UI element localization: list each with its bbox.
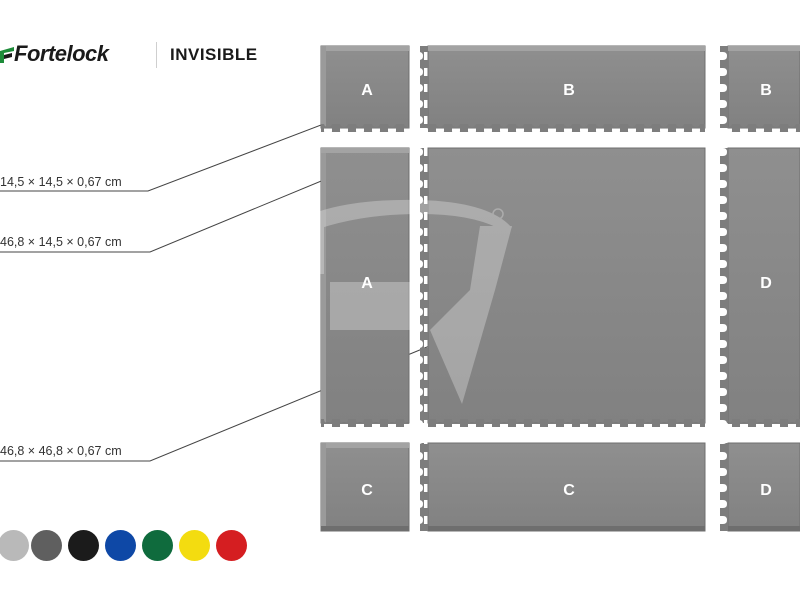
tile-label-b-top: B (563, 82, 575, 99)
fortelock-logo-icon (0, 47, 14, 63)
watermark-logo (288, 199, 512, 404)
color-swatch-light-grey[interactable] (0, 530, 29, 561)
tile-a-top (320, 45, 410, 132)
tile-label-d-right: D (760, 275, 772, 292)
tile-d-bottom (720, 442, 800, 532)
tile-label-a-left: A (361, 275, 373, 292)
tile-label-d-bottom: D (760, 482, 772, 499)
tile-d-right (720, 147, 800, 427)
tile-c-left (320, 442, 410, 532)
tile-label-c-mid: C (563, 482, 575, 499)
dimension-label-small: 14,5 × 14,5 × 0,67 cm (0, 175, 122, 189)
tile-label-b-right: B (760, 82, 772, 99)
dimension-label-edge: 46,8 × 14,5 × 0,67 cm (0, 235, 122, 249)
tile-b-top (420, 45, 706, 132)
product-name: INVISIBLE (170, 45, 258, 64)
leader-line-small (0, 116, 343, 192)
tile-label-c-left: C (361, 482, 373, 499)
tile-large (420, 147, 706, 427)
tile-label-a-top: A (361, 82, 373, 99)
brand-name: Fortelock (14, 41, 109, 66)
color-swatch-green[interactable] (142, 530, 173, 561)
color-swatch-yellow[interactable] (179, 530, 210, 561)
tile-b-right (720, 45, 800, 132)
color-swatch-dark-grey[interactable] (31, 530, 62, 561)
brand-divider (156, 42, 157, 68)
leader-line-edge (0, 171, 344, 253)
tile-c-mid (420, 442, 706, 532)
color-swatch-blue[interactable] (105, 530, 136, 561)
dimension-label-large: 46,8 × 46,8 × 0,67 cm (0, 444, 122, 458)
tile-a-left (320, 147, 410, 427)
color-swatch-black[interactable] (68, 530, 99, 561)
color-swatch-red[interactable] (216, 530, 247, 561)
